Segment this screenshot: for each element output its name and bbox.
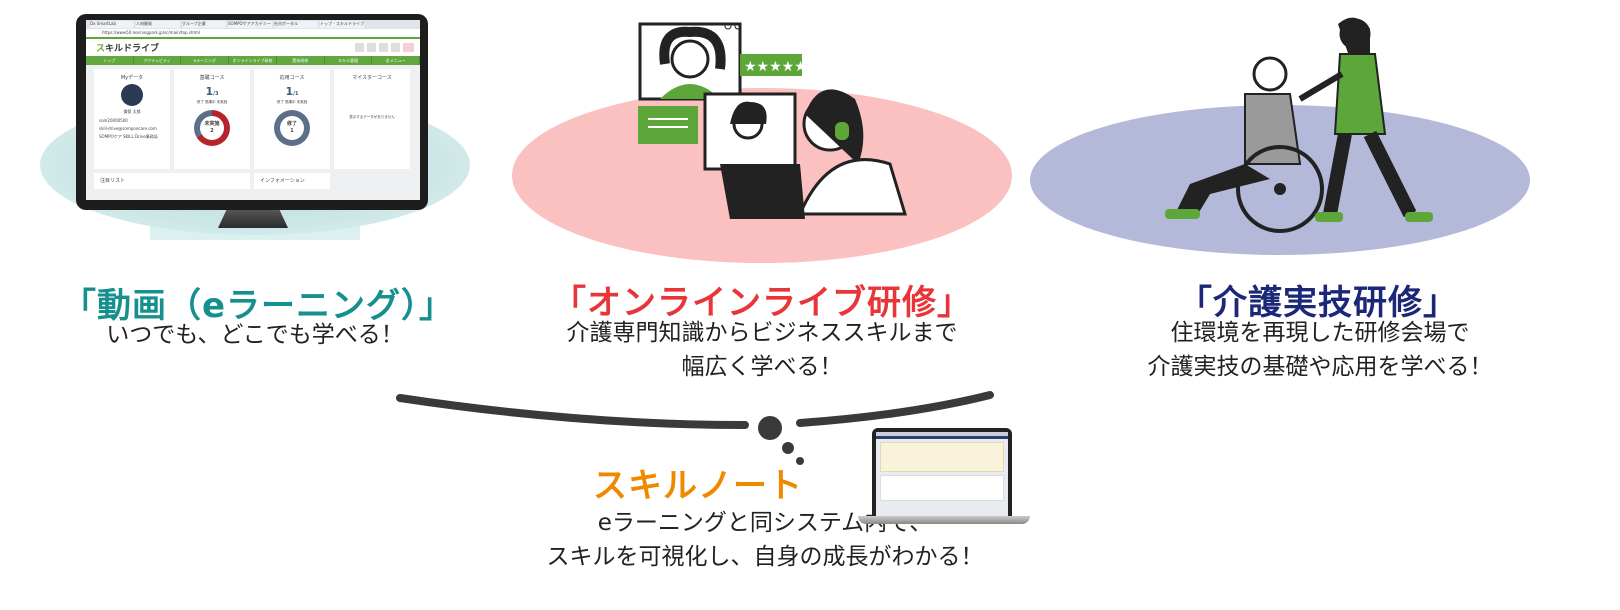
online-live-illustration: ★★★★★ [638, 22, 908, 219]
chat-bubble [638, 106, 698, 144]
mydata-card: Myデータ 損保 太郎 som20000500 skill-drive@somp… [94, 69, 170, 169]
patient-body [1244, 93, 1302, 165]
legend-notstarted: 未実施 [296, 100, 308, 104]
donut-center-label: 修了 [286, 121, 297, 127]
help-icon[interactable] [367, 43, 376, 52]
bell-icon[interactable] [355, 43, 364, 52]
mail-icon[interactable] [379, 43, 388, 52]
card-title: 基礎コース [199, 75, 225, 81]
monitor-reflection [150, 226, 360, 240]
browser-tab[interactable]: トップ - スキルドライブ [320, 21, 364, 28]
practical-title: 「介護実技研修」 [1178, 283, 1458, 323]
online-live-subtitle: 介護専門知識からビジネススキルまで 幅広く学べる！ [567, 316, 958, 384]
wheelchair-wheel [1236, 145, 1324, 233]
monitor-stand [218, 210, 288, 228]
nav-activity[interactable]: アクティビティ [134, 56, 182, 65]
subtitle-line: スキルを可視化し、自身の成長がわかる！ [546, 544, 984, 570]
nav-all-menu[interactable]: 全メニュー [372, 56, 420, 65]
legend-inprogress: 受講中 [285, 100, 296, 104]
caregiver-uniform [1333, 53, 1387, 135]
user-email: skill-drive@somponcare.com [99, 126, 157, 131]
online-live-title: 「オンラインライブ研修」 [552, 283, 972, 323]
card-title: マイスターコース [352, 75, 392, 81]
logout-icon[interactable] [403, 43, 414, 52]
legend-notstarted: 未実施 [216, 100, 228, 104]
browser-tab[interactable]: 人材開発 [136, 21, 180, 28]
subtitle-line: 幅広く学べる！ [681, 354, 843, 380]
patient-head [1252, 56, 1288, 92]
course-count: 1 [285, 85, 294, 98]
nav-elearning[interactable]: eラーニング [181, 56, 230, 65]
browser-tab[interactable]: 社内ポータル [274, 21, 318, 28]
legend-done: 修了 [196, 100, 204, 104]
skillnote-title: スキルノート [593, 466, 803, 506]
watchlist-panel: 注目リスト [94, 173, 250, 189]
thought-bubble-dot [782, 442, 794, 454]
donut-center-value: 1 [290, 128, 294, 134]
skillnote-screen [876, 432, 1008, 516]
browser-tab[interactable]: Dx SmartLab [90, 21, 134, 28]
nav-online-live[interactable]: オンラインライブ研修 [229, 56, 277, 65]
app-header: スキルドライブ [86, 39, 420, 56]
donut-center-label: 未実施 [204, 121, 220, 127]
nav-skill[interactable]: スキル管理 [325, 56, 373, 65]
course-total: /1 [293, 91, 299, 97]
main-nav: トップ アクティビティ eラーニング オンラインライブ研修 実技研修 スキル管理… [86, 56, 420, 65]
card-title: 応用コース [279, 75, 305, 81]
user-name: 損保 太郎 [123, 109, 141, 114]
card-title: Myデータ [120, 75, 144, 81]
avatar [121, 84, 143, 106]
nav-practical[interactable]: 実技研修 [277, 56, 325, 65]
url-bar[interactable]: https://www50.learningpark.jp/sc/main/to… [86, 29, 420, 39]
browser-tab[interactable]: グループ企業 [182, 21, 226, 28]
practical-care-illustration [1165, 17, 1433, 233]
elearning-subtitle: いつでも、どこでも学べる！ [106, 322, 404, 348]
browser-tab[interactable]: SOMPOケアアカデミー [228, 21, 272, 28]
monitor: Dx SmartLab 人材開発 グループ企業 SOMPOケアアカデミー 社内ポ… [76, 14, 428, 210]
meister-course-card[interactable]: マイスターコース 表示するデータがありません [334, 69, 410, 169]
browser-tabs: Dx SmartLab 人材開発 グループ企業 SOMPOケアアカデミー 社内ポ… [86, 20, 420, 29]
laptop-base [858, 516, 1030, 524]
headset-icon [835, 122, 849, 140]
search-icon[interactable] [391, 43, 400, 52]
elearning-title: 「動画（eラーニング）」 [61, 286, 455, 326]
course-total: /3 [213, 91, 219, 97]
practical-subtitle: 住環境を再現した研修会場で 介護実技の基礎や応用を学べる！ [1148, 316, 1493, 384]
nav-top[interactable]: トップ [86, 56, 134, 65]
legend-inprogress: 受講中 [205, 100, 216, 104]
connector-curve [396, 391, 994, 465]
rating-stars: ★★★★★ [744, 59, 807, 75]
info-panel: インフォメーション [254, 173, 330, 189]
thought-bubble-dot [758, 416, 782, 440]
skillnote-laptop [872, 428, 1012, 516]
donut-center-value: 2 [210, 128, 214, 134]
thought-bubble-dot [796, 457, 804, 465]
rating-bubble [740, 54, 802, 76]
course-count: 1 [205, 85, 214, 98]
user-id: som20000500 [99, 118, 128, 123]
laptop-icon [720, 164, 805, 219]
user-org: SOMPOケア SKILL Drive事務局 [99, 134, 158, 139]
subtitle-line: 住環境を再現した研修会場で [1170, 320, 1470, 346]
elearning-screen: Dx SmartLab 人材開発 グループ企業 SOMPOケアアカデミー 社内ポ… [86, 20, 420, 200]
subtitle-line: 介護実技の基礎や応用を学べる！ [1147, 354, 1493, 380]
skilldrive-logo: スキルドライブ [96, 44, 160, 54]
legend-done: 修了 [276, 100, 284, 104]
empty-message: 表示するデータがありません [349, 115, 395, 119]
subtitle-line: 介護専門知識からビジネススキルまで [566, 320, 958, 346]
